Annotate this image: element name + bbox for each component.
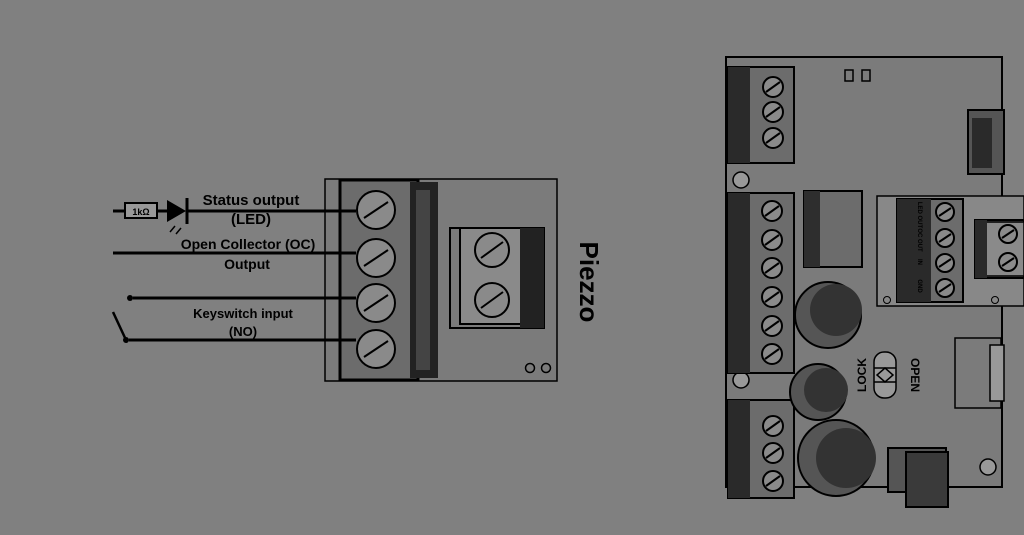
open-label: OPEN <box>908 358 922 392</box>
led-icon <box>167 198 189 235</box>
keyswitch-icon <box>111 295 133 343</box>
controller-board: LOCK OPEN <box>725 56 1005 508</box>
terminal-screw-2 <box>356 238 396 278</box>
open-collector-label: Open Collector (OC) <box>181 236 316 252</box>
capacitor-3 <box>797 419 876 497</box>
board-terminal-module: LED OUT OC OUT IN GND <box>876 195 1024 307</box>
status-output-wire <box>113 198 356 235</box>
keyswitch-input-label: Keyswitch input <box>193 306 293 321</box>
capacitor-2 <box>789 363 848 421</box>
board-header-connector <box>967 109 1005 175</box>
terminal-pin-in: IN <box>916 259 922 265</box>
terminal-pin-led-out: LED OUT <box>916 202 922 229</box>
piezzo-module <box>324 178 558 382</box>
board-terminal-bottom <box>727 399 795 499</box>
terminal-screw-4 <box>356 329 396 369</box>
board-terminal-middle <box>727 192 795 374</box>
lock-label: LOCK <box>855 358 869 392</box>
terminal-screw-3 <box>356 283 396 323</box>
lock-open-switch <box>873 351 897 399</box>
terminal-pin-oc-out: OC OUT <box>916 228 922 252</box>
dc-jack <box>887 447 949 508</box>
terminal-pin-gnd: GND <box>916 279 922 293</box>
piezzo-label: Piezzo <box>574 242 604 323</box>
capacitor-1 <box>794 281 862 349</box>
output-label: Output <box>224 256 270 272</box>
piezzo-connector <box>449 227 545 329</box>
keyswitch-wire <box>111 295 356 343</box>
led-label: (LED) <box>231 211 271 228</box>
board-terminal-top <box>727 66 795 164</box>
status-output-label: Status output <box>203 192 300 209</box>
terminal-screw-1 <box>356 190 396 230</box>
resistor-label: 1kΩ <box>132 207 149 217</box>
no-label: (NO) <box>229 324 257 339</box>
